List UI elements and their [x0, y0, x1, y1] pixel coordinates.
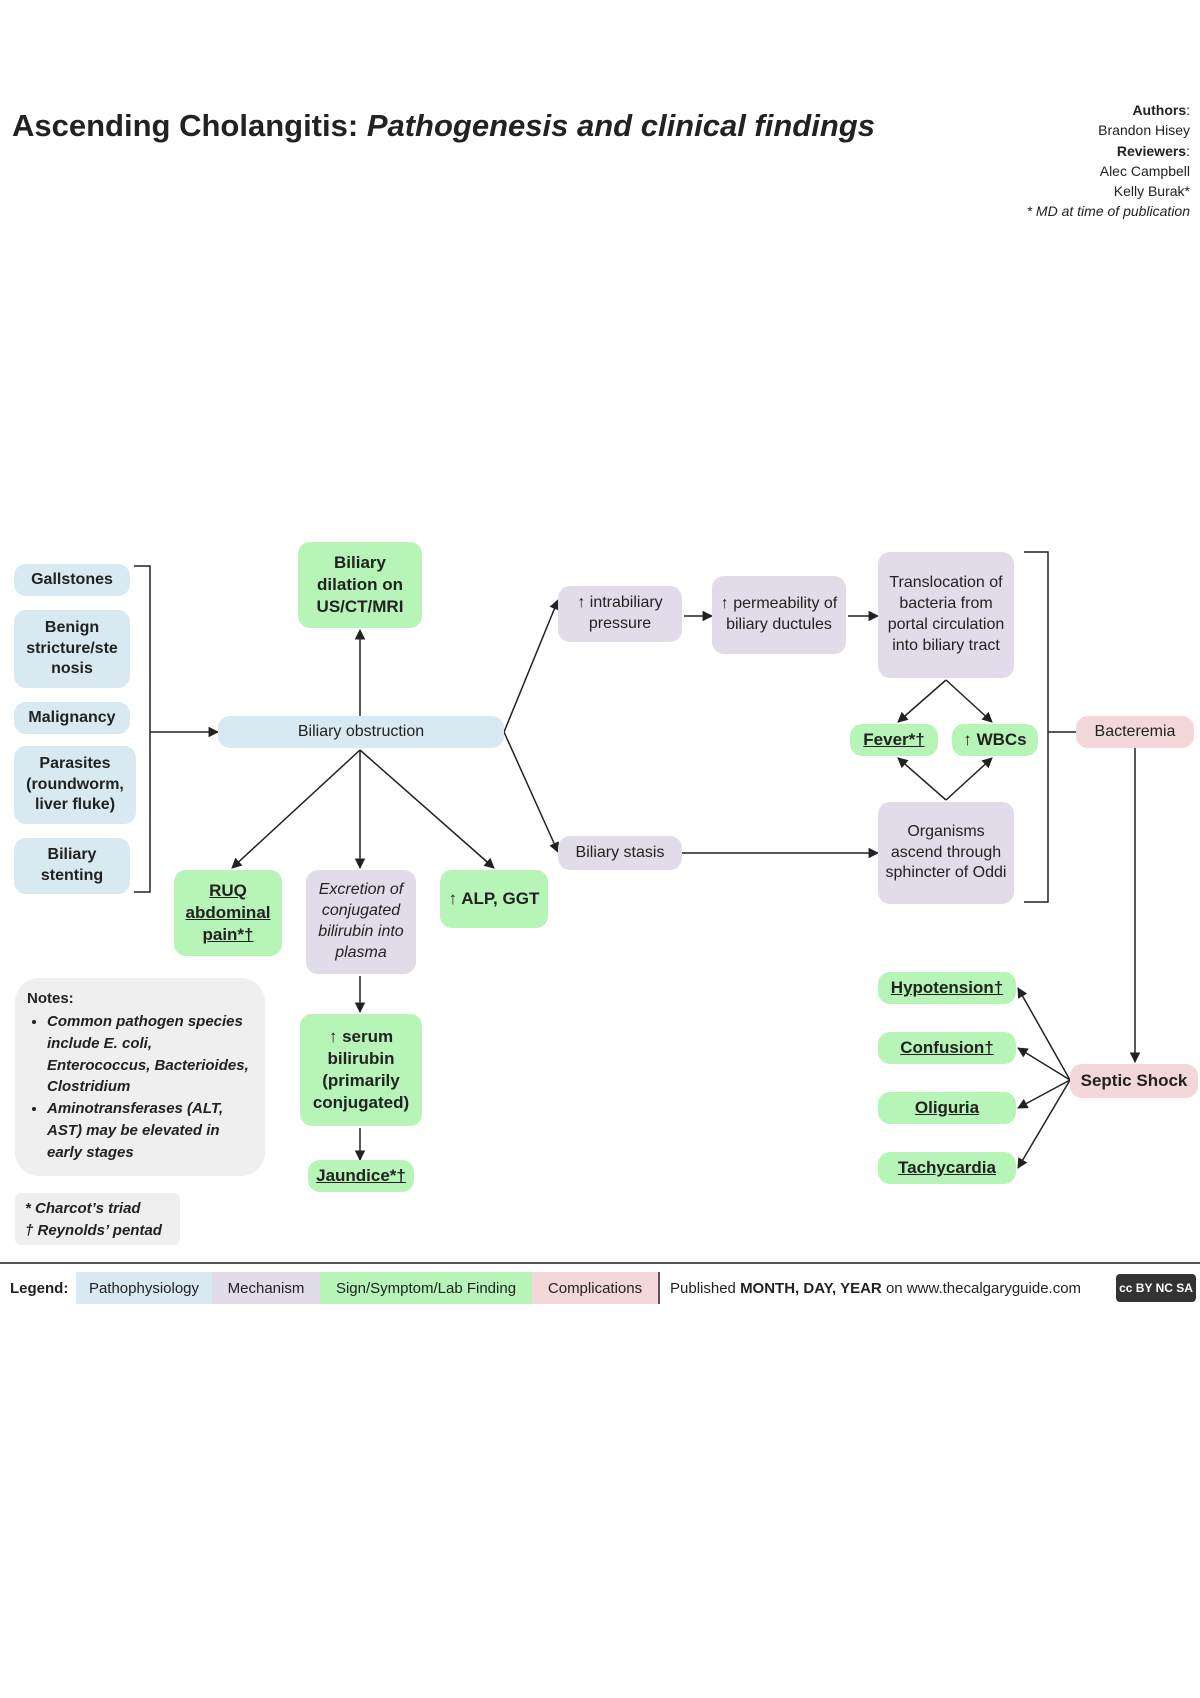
published-line: Published MONTH, DAY, YEAR on www.thecal…: [670, 1272, 1110, 1304]
node-organisms-ascend: Organisms ascend through sphincter of Od…: [878, 802, 1014, 904]
node-biliary-stasis: Biliary stasis: [558, 836, 682, 870]
author-name: Brandon Hisey: [1098, 122, 1190, 139]
node-excretion-bilirubin: Excretion of conjugated bilirubin into p…: [306, 870, 416, 974]
node-hypotension: Hypotension†: [878, 972, 1016, 1004]
arrow-translocation-to-wbcs: [945, 679, 993, 723]
notes-heading: Notes:: [27, 990, 74, 1007]
page-title: Ascending Cholangitis: Pathogenesis and …: [12, 108, 875, 144]
cause-biliary-stenting: Biliary stenting: [14, 838, 130, 894]
cause-gallstones: Gallstones: [14, 564, 130, 596]
arrow-shock-to-tachycardia: [1017, 1079, 1071, 1169]
symbol-key: * Charcot’s triad † Reynolds’ pentad: [15, 1193, 180, 1245]
arrow-shock-to-oliguria: [1017, 1079, 1071, 1109]
title-main: Ascending Cholangitis:: [12, 108, 359, 143]
node-biliary-dilation: Biliary dilation on US/CT/MRI: [298, 542, 422, 628]
legend-bar: Legend: Pathophysiology Mechanism Sign/S…: [0, 1262, 1200, 1304]
node-bacterial-translocation: Translocation of bacteria from portal ci…: [878, 552, 1014, 678]
arrow-shock-to-hypotension: [1017, 987, 1071, 1081]
cause-benign-stricture: Benign stricture/ste nosis: [14, 610, 130, 688]
reviewers-label: Reviewers: [1116, 142, 1187, 159]
legend-complications: Complications: [532, 1272, 658, 1304]
node-septic-shock: Septic Shock: [1070, 1064, 1198, 1098]
note-item: Common pathogen species include E. coli,…: [47, 1011, 253, 1098]
arrow-obstruction-to-ruq: [231, 749, 361, 869]
node-biliary-permeability: ↑ permeability of biliary ductules: [712, 576, 846, 654]
key-reynolds: † Reynolds’ pentad: [25, 1221, 162, 1239]
node-fever: Fever*†: [850, 724, 938, 756]
key-charcot: * Charcot’s triad: [25, 1200, 141, 1217]
legend-label: Legend:: [10, 1279, 69, 1297]
arrow-shock-to-confusion: [1017, 1047, 1071, 1081]
node-intrabiliary-pressure: ↑ intrabiliary pressure: [558, 586, 682, 642]
arrow-obstruction-to-stasis: [503, 731, 559, 853]
causes-bracket: [134, 565, 151, 893]
arrow-organisms-to-fever: [897, 757, 947, 801]
published-prefix: Published: [670, 1279, 736, 1297]
node-oliguria: Oliguria: [878, 1092, 1016, 1124]
notes-box: Notes: Common pathogen species include E…: [15, 978, 265, 1176]
node-confusion: Confusion†: [878, 1032, 1016, 1064]
authors-label: Authors: [1132, 102, 1187, 118]
legend-pathophysiology: Pathophysiology: [76, 1272, 212, 1304]
node-ruq-pain: RUQ abdominal pain*†: [174, 870, 282, 956]
legend-divider: [658, 1272, 660, 1304]
reviewer-name: Alec Campbell: [1099, 162, 1190, 179]
node-tachycardia: Tachycardia: [878, 1152, 1016, 1184]
note-item: Aminotransferases (ALT, AST) may be elev…: [47, 1098, 253, 1163]
arrow-translocation-to-fever: [897, 679, 947, 723]
title-subtitle: Pathogenesis and clinical findings: [366, 108, 875, 143]
credits-footnote: * MD at time of publication: [1026, 203, 1190, 220]
published-date: MONTH, DAY, YEAR: [740, 1279, 882, 1297]
node-bacteremia: Bacteremia: [1076, 716, 1194, 748]
license-badge-icon: cc BY NC SA: [1116, 1274, 1196, 1302]
published-suffix: on www.thecalgaryguide.com: [885, 1279, 1082, 1297]
node-biliary-obstruction: Biliary obstruction: [218, 716, 504, 748]
arrow-obstruction-to-alp: [359, 749, 495, 869]
arrow-organisms-to-wbcs: [945, 757, 993, 801]
legend-sign-symptom: Sign/Symptom/Lab Finding: [320, 1272, 532, 1304]
bacteremia-bracket: [1024, 551, 1049, 903]
credits: Authors: Brandon Hisey Reviewers: Alec C…: [1027, 100, 1190, 222]
reviewer-name: Kelly Burak*: [1113, 183, 1190, 200]
legend-mechanism: Mechanism: [212, 1272, 320, 1304]
node-jaundice: Jaundice*†: [308, 1160, 414, 1192]
node-serum-bilirubin: ↑ serum bilirubin (primarily conjugated): [300, 1014, 422, 1126]
node-alp-ggt: ↑ ALP, GGT: [440, 870, 548, 928]
arrow-obstruction-to-pressure: [503, 599, 560, 733]
cause-parasites: Parasites (roundworm, liver fluke): [14, 746, 136, 824]
cause-malignancy: Malignancy: [14, 702, 130, 734]
node-wbcs: ↑ WBCs: [952, 724, 1038, 756]
